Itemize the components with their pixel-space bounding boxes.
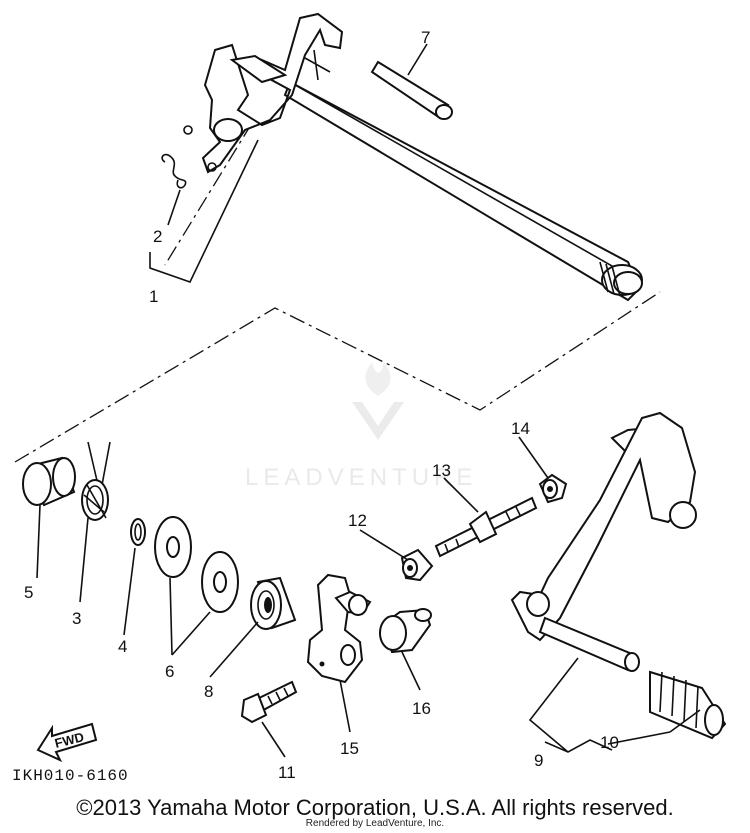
rod-end-part-16 — [379, 608, 432, 654]
callout-4: 4 — [118, 637, 127, 656]
callout-10: 10 — [600, 733, 619, 752]
copyright-text: ©2013 Yamaha Motor Corporation, U.S.A. A… — [76, 795, 674, 820]
rendered-by-text: Rendered by LeadVenture, Inc. — [305, 818, 445, 829]
callout-15: 15 — [340, 739, 359, 758]
rod-part-13 — [434, 496, 538, 558]
shift-shaft-part-1 — [183, 12, 643, 302]
callout-13: 13 — [432, 461, 451, 480]
callout-7: 7 — [421, 28, 430, 47]
assembly-reference-line — [14, 122, 661, 463]
watermark-text: LEADVENTURE — [245, 464, 477, 491]
spring-part-2 — [161, 153, 187, 189]
callout-1: 1 — [149, 287, 158, 306]
bolt-part-11 — [240, 680, 298, 724]
callout-5: 5 — [24, 583, 33, 602]
callout-6: 6 — [165, 662, 174, 681]
callout-9: 9 — [534, 751, 543, 770]
pin-part-7 — [370, 60, 453, 120]
oil-seal-part-8 — [250, 576, 297, 630]
nut-part-14 — [538, 473, 568, 504]
callout-8: 8 — [204, 682, 213, 701]
nut-part-12 — [400, 548, 434, 582]
callout-11: 11 — [278, 763, 296, 782]
washers-part-6 — [154, 516, 239, 613]
callout-16: 16 — [412, 699, 431, 718]
pedal-rubber-part-10 — [649, 670, 727, 740]
shift-arm-part-15 — [306, 573, 372, 684]
torsion-spring-part-3 — [81, 441, 111, 521]
callout-2: 2 — [153, 227, 162, 246]
leadventure-watermark: LEADVENTURE — [245, 362, 477, 491]
callout-14: 14 — [511, 419, 530, 438]
forward-arrow-icon: FWD — [36, 722, 98, 763]
callout-12: 12 — [348, 511, 367, 530]
circlip-part-4 — [130, 518, 146, 546]
shift-pedal-part-9 — [510, 411, 697, 672]
callout-3: 3 — [72, 609, 81, 628]
part-code: IKH010-6160 — [12, 767, 129, 785]
leader-lines — [36, 43, 701, 758]
collar-part-5 — [22, 456, 76, 507]
fwd-label: FWD — [53, 729, 85, 751]
